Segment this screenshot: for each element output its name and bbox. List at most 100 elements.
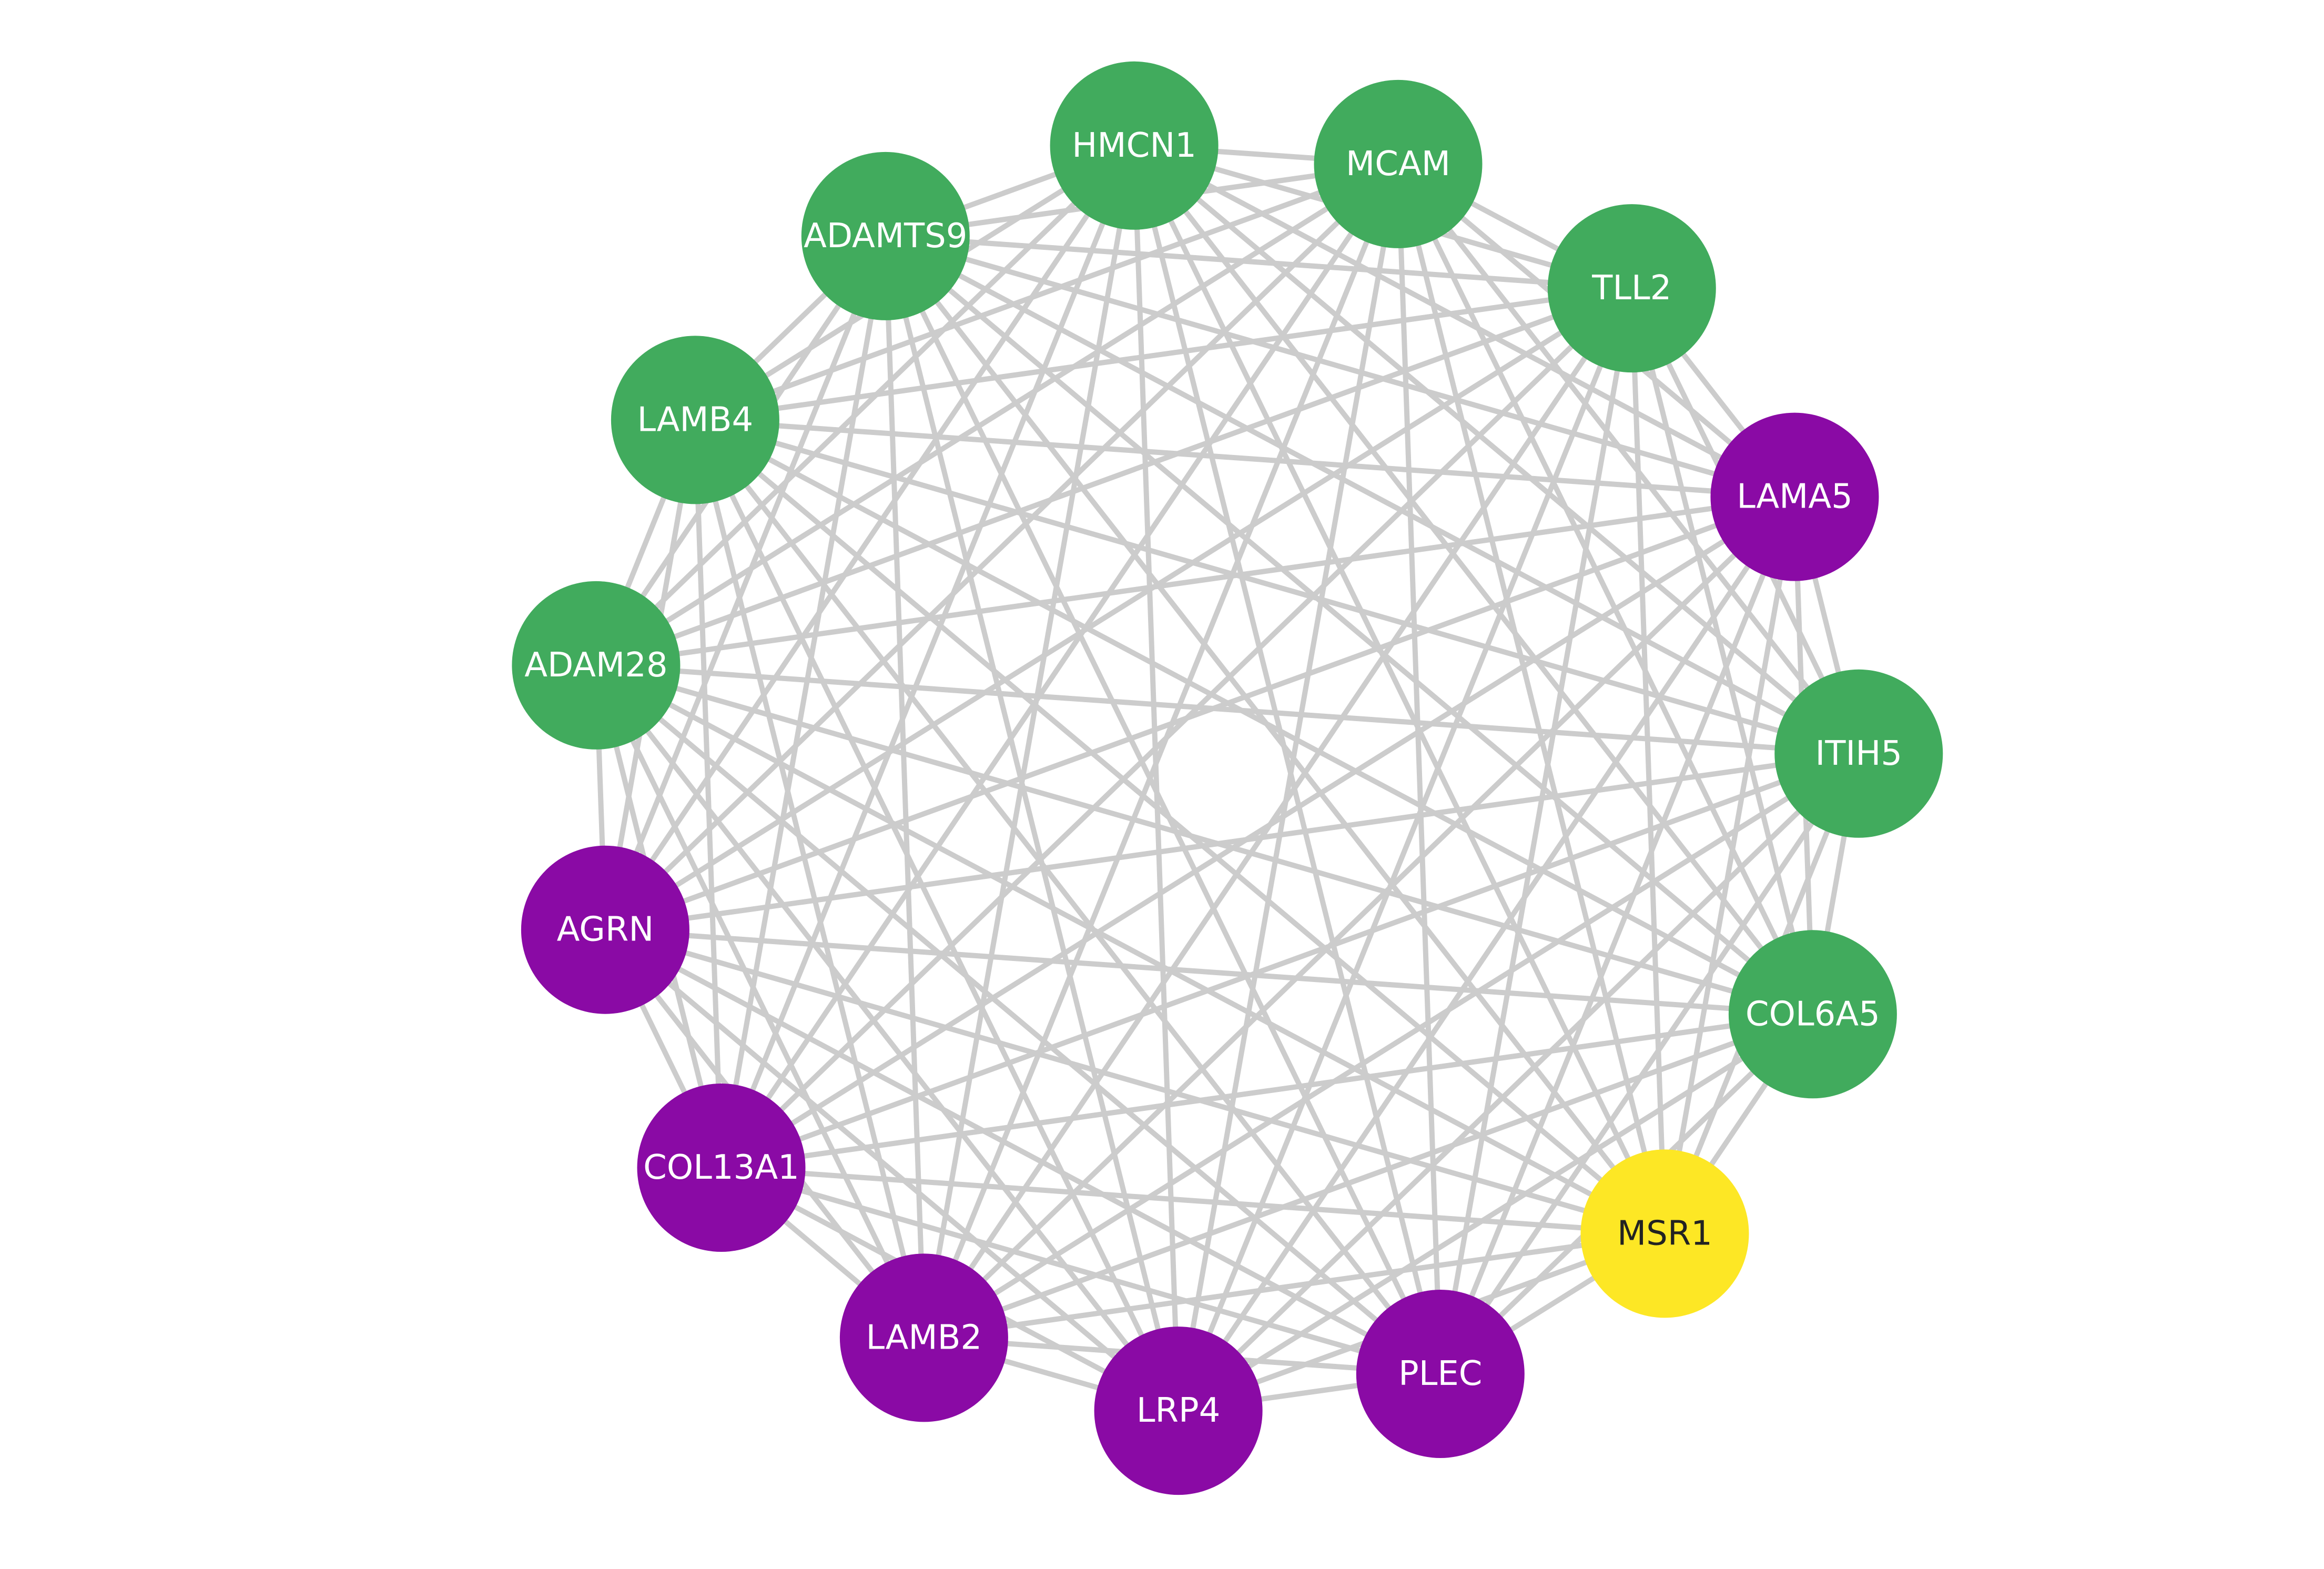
node-label-PLEC: PLEC (1398, 1354, 1482, 1393)
node-label-COL13A1: COL13A1 (643, 1148, 799, 1187)
edge-TLL2-AGRN (604, 286, 1633, 932)
node-ADAM28: ADAM28 (512, 581, 681, 750)
edge-LAMA5-ADAMTS9 (885, 234, 1795, 500)
node-label-ADAM28: ADAM28 (524, 646, 667, 685)
edge-COL6A5-ADAMTS9 (884, 234, 1815, 1017)
node-label-LAMB2: LAMB2 (866, 1318, 982, 1357)
node-circle-LRP4 (1094, 1327, 1263, 1495)
edge-PLEC-LAMB4 (693, 418, 1443, 1376)
node-circle-LAMA5 (1710, 412, 1879, 581)
edge-COL6A5-AGRN (605, 927, 1813, 1017)
edge-ITIH5-LAMB2 (922, 751, 1860, 1340)
edge-COL6A5-LRP4 (1176, 1012, 1814, 1413)
node-label-TLL2: TLL2 (1591, 269, 1671, 308)
edge-MSR1-AGRN (604, 927, 1666, 1237)
edge-ITIH5-AGRN (605, 751, 1859, 933)
node-circle-COL13A1 (637, 1084, 806, 1252)
node-label-ADAMTS9: ADAMTS9 (804, 217, 967, 256)
edge-TLL2-COL6A5 (1629, 287, 1815, 1015)
node-LAMB4: LAMB4 (611, 336, 779, 504)
edge-MCAM-ITIH5 (1396, 162, 1861, 755)
node-HMCN1: HMCN1 (1050, 61, 1219, 230)
edge-LRP4-LAMB4 (693, 419, 1181, 1412)
node-MCAM: MCAM (1314, 79, 1483, 248)
edge-ITIH5-PLEC (1438, 752, 1861, 1375)
edge-TLL2-LRP4 (1175, 287, 1635, 1412)
node-label-LAMB4: LAMB4 (637, 400, 754, 439)
edge-MSR1-LAMB2 (923, 1231, 1666, 1341)
node-PLEC: PLEC (1356, 1290, 1525, 1458)
node-label-LAMA5: LAMA5 (1737, 478, 1853, 517)
edge-PLEC-ADAM28 (594, 663, 1443, 1376)
edge-LAMA5-PLEC (1438, 495, 1798, 1375)
edge-MCAM-AGRN (603, 162, 1400, 932)
node-COL6A5: COL6A5 (1728, 930, 1897, 1099)
node-circle-MCAM (1314, 79, 1483, 248)
node-circle-AGRN (521, 845, 689, 1014)
node-COL13A1: COL13A1 (637, 1084, 806, 1252)
edge-LAMB2-ADAM28 (593, 664, 927, 1339)
node-label-MSR1: MSR1 (1617, 1214, 1712, 1253)
edge-COL6A5-LAMB4 (694, 417, 1814, 1017)
edge-MCAM-ADAM28 (594, 161, 1400, 668)
edge-LAMA5-LAMB2 (922, 495, 1797, 1340)
edge-MSR1-LAMB4 (693, 418, 1667, 1236)
edge-PLEC-AGRN (604, 927, 1442, 1376)
edge-MCAM-PLEC (1395, 164, 1443, 1374)
node-circle-ADAM28 (512, 581, 681, 750)
node-label-COL6A5: COL6A5 (1745, 995, 1880, 1034)
edge-LAMB2-ADAMTS9 (882, 236, 927, 1338)
edge-HMCN1-COL13A1 (718, 144, 1137, 1169)
node-label-MCAM: MCAM (1346, 145, 1450, 184)
edge-LAMA5-COL13A1 (719, 494, 1797, 1170)
node-label-LRP4: LRP4 (1136, 1391, 1220, 1430)
node-circle-TLL2 (1547, 204, 1716, 373)
edge-PLEC-COL13A1 (720, 1165, 1442, 1376)
edge-HMCN1-ITIH5 (1132, 143, 1861, 756)
edge-HMCN1-LAMA5 (1133, 143, 1796, 500)
node-circle-LAMB2 (839, 1253, 1008, 1422)
node-TLL2: TLL2 (1547, 204, 1716, 373)
edge-COL13A1-LAMB4 (692, 420, 724, 1168)
node-LAMB2: LAMB2 (839, 1253, 1008, 1422)
node-circle-HMCN1 (1050, 61, 1219, 230)
edge-LAMA5-LAMB4 (695, 417, 1795, 500)
edge-TLL2-ADAMTS9 (885, 233, 1632, 291)
node-MSR1: MSR1 (1580, 1149, 1749, 1318)
edge-LAMB2-LAMB4 (693, 419, 927, 1339)
edge-ITIH5-COL13A1 (720, 751, 1860, 1170)
node-label-HMCN1: HMCN1 (1072, 126, 1196, 165)
edge-TLL2-ADAM28 (595, 286, 1633, 668)
edge-COL6A5-COL13A1 (720, 1011, 1813, 1170)
edge-LAMA5-MSR1 (1662, 496, 1798, 1234)
node-label-AGRN: AGRN (557, 910, 654, 949)
node-ITIH5: ITIH5 (1774, 669, 1943, 838)
node-label-ITIH5: ITIH5 (1815, 734, 1902, 773)
edge-TLL2-LAMB4 (695, 286, 1632, 423)
edge-COL6A5-LAMB2 (923, 1011, 1814, 1341)
edge-HMCN1-COL6A5 (1132, 144, 1815, 1016)
edge-TLL2-MSR1 (1629, 288, 1668, 1234)
edge-HMCN1-AGRN (603, 144, 1136, 932)
node-LRP4: LRP4 (1094, 1327, 1263, 1495)
edge-ITIH5-LAMB4 (694, 417, 1860, 756)
edge-LAMA5-ADAM28 (595, 494, 1795, 668)
edge-MCAM-LAMB2 (921, 163, 1401, 1339)
edge-MSR1-ADAMTS9 (883, 234, 1667, 1236)
edge-HMCN1-ADAM28 (594, 144, 1136, 667)
edge-ITIH5-LRP4 (1176, 752, 1861, 1413)
edge-LRP4-AGRN (603, 927, 1180, 1413)
edge-MSR1-COL13A1 (721, 1165, 1665, 1237)
edge-ITIH5-ADAMTS9 (884, 234, 1860, 756)
edge-MCAM-COL13A1 (719, 163, 1401, 1169)
node-circle-ITIH5 (1774, 669, 1943, 838)
edge-AGRN-ADAMTS9 (603, 235, 888, 931)
node-circle-MSR1 (1580, 1149, 1749, 1318)
node-circle-LAMB4 (611, 336, 779, 504)
edge-TLL2-PLEC (1437, 288, 1635, 1374)
edge-PLEC-ADAMTS9 (883, 235, 1443, 1375)
edge-HMCN1-LAMB2 (921, 145, 1137, 1339)
